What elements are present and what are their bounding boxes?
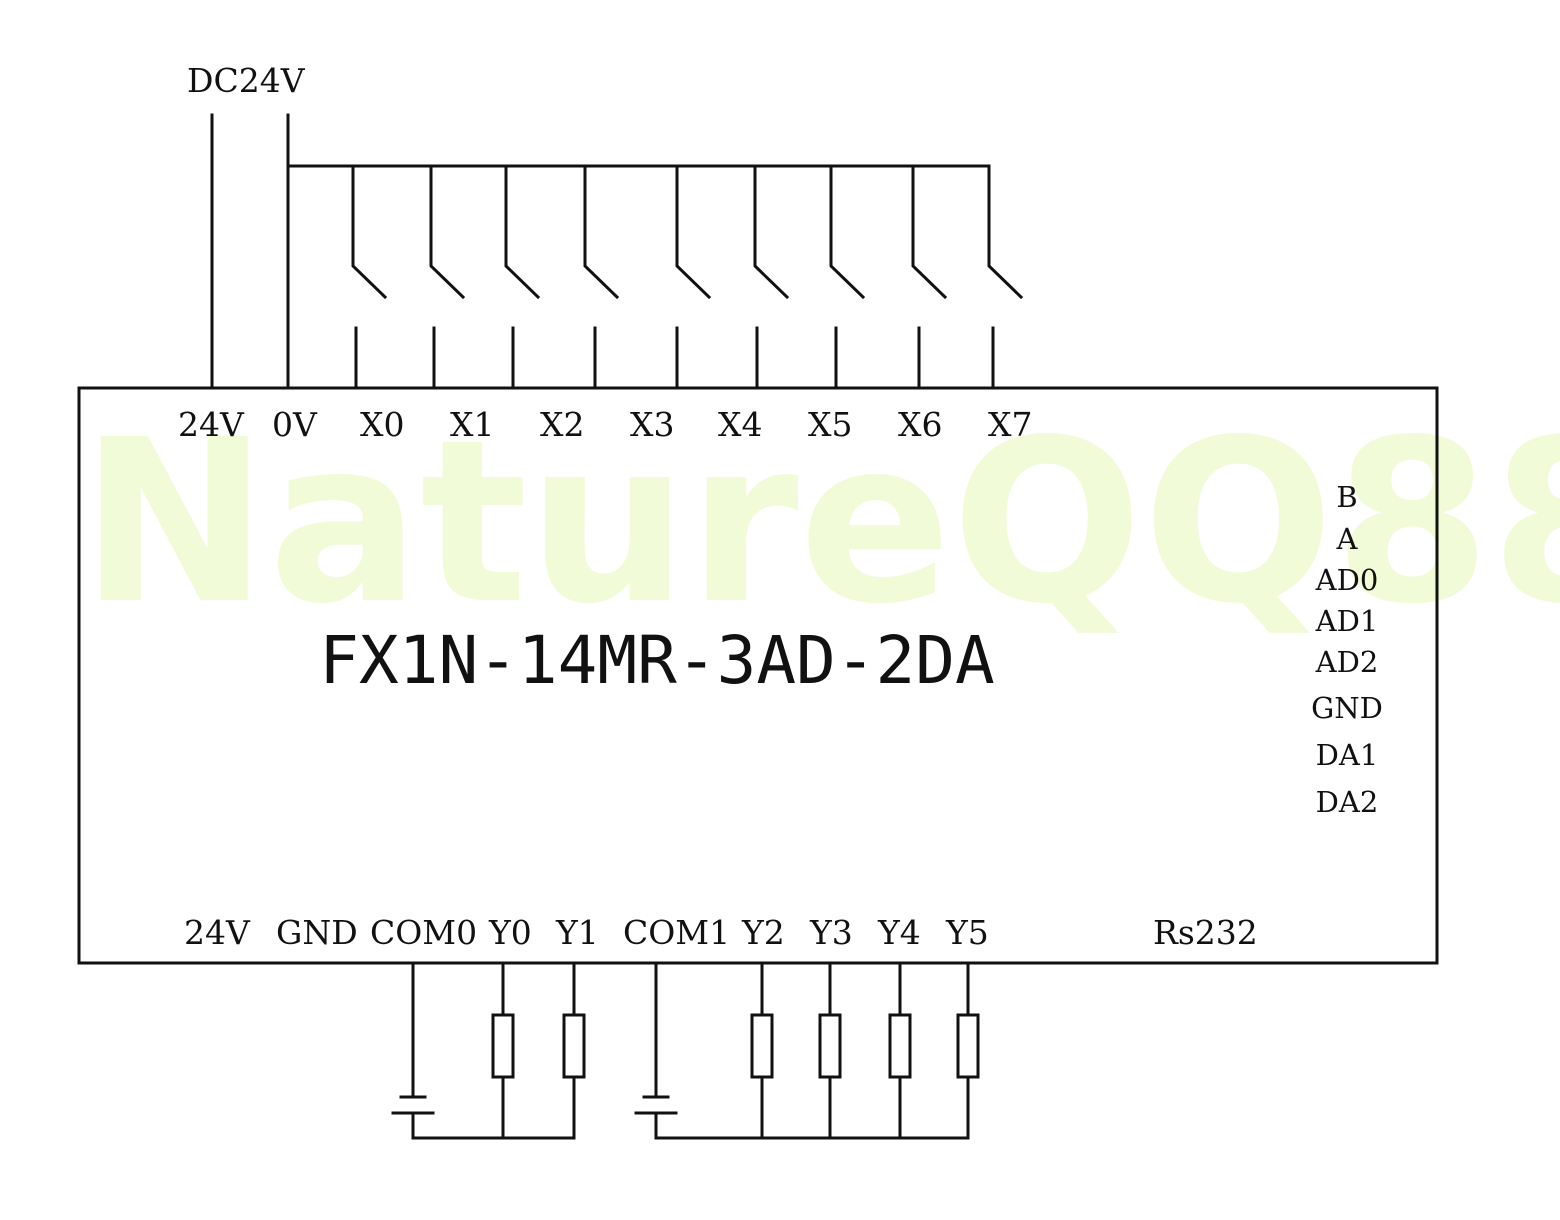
load-y1-body [562,1013,586,1079]
rs232-port-label: Rs232 [1153,913,1258,952]
terminal-label-bottom: GND [276,913,358,952]
terminal-label-top: X5 [808,405,853,444]
load-y0-body [491,1013,515,1079]
terminal-label-bottom: 24V [184,913,251,952]
model-title: FX1N-14MR-3AD-2DA [319,622,995,699]
switch-contact-x7 [911,164,948,300]
terminal-label-bottom: COM1 [623,913,730,952]
terminal-label-top: X4 [718,405,763,444]
switch-contact-x3 [583,164,620,300]
switch-contact-x4 [675,164,712,300]
switch-contact-x0 [351,164,388,300]
switch-contact-x5 [753,164,790,300]
watermark: NatureQQ88 [80,392,1560,654]
terminal-label-right: DA2 [1316,785,1379,819]
terminal-label-top: X0 [360,405,405,444]
terminal-label-top: X1 [450,405,495,444]
load-y4-body [888,1013,912,1079]
terminal-label-right: DA1 [1316,738,1379,772]
terminal-label-right: AD0 [1315,563,1379,597]
terminal-label-bottom: Y4 [877,913,921,952]
terminal-label-top: X7 [988,405,1033,444]
switch-contact-x6 [829,164,866,300]
terminal-label-right: AD1 [1315,604,1379,638]
supply-label: DC24V [187,61,306,100]
terminal-label-right: B [1336,480,1357,514]
terminal-label-bottom: COM0 [370,913,477,952]
terminal-label-bottom: Y0 [488,913,532,952]
terminal-label-bottom: Y5 [945,913,989,952]
load-y5-body [956,1013,980,1079]
terminal-label-top: 0V [272,405,318,444]
terminal-label-right: GND [1311,691,1383,725]
load-y2-body [750,1013,774,1079]
switch-contact-x1 [429,164,466,300]
switch-contact-x8 [987,164,1024,300]
terminal-label-top: X2 [540,405,585,444]
terminal-label-top: X6 [898,405,943,444]
terminal-label-top: 24V [178,405,245,444]
terminal-label-bottom: Y3 [809,913,853,952]
terminal-label-bottom: Y1 [555,913,599,952]
terminal-label-right: AD2 [1315,645,1379,679]
switch-contact-x2 [504,164,541,300]
terminal-label-top: X3 [630,405,675,444]
terminal-label-right: A [1336,522,1359,556]
terminal-label-bottom: Y2 [741,913,785,952]
load-y3-body [818,1013,842,1079]
